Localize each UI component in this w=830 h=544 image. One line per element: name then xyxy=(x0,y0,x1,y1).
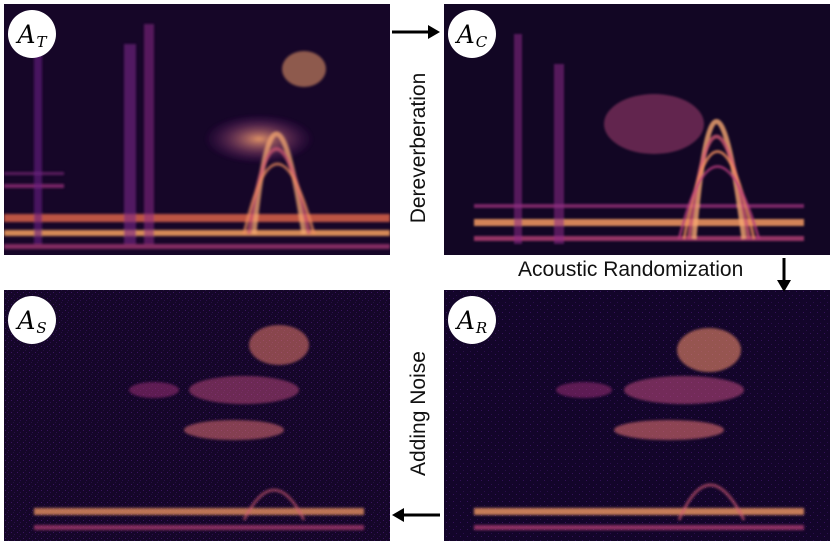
adding-noise-label: Adding Noise xyxy=(407,351,430,476)
label-a-c-symbol: A xyxy=(456,19,475,49)
arrow-down-icon xyxy=(777,258,791,292)
spectrogram-a-r-image xyxy=(444,290,830,541)
label-a-t-symbol: A xyxy=(17,19,36,49)
label-a-c-subscript: C xyxy=(475,33,488,51)
dereverberation-label: Dereverberation xyxy=(407,72,430,224)
label-a-s-symbol: A xyxy=(17,305,36,335)
label-a-r-symbol: A xyxy=(456,305,475,335)
label-a-s-subscript: S xyxy=(36,319,47,337)
label-a-r-subscript: R xyxy=(475,319,488,337)
acoustic-randomization-label: Acoustic Randomization xyxy=(518,258,744,281)
arrow-right-icon xyxy=(392,25,440,39)
spectrogram-a-c-image xyxy=(444,4,830,255)
spectrogram-a-s-image xyxy=(4,290,390,541)
label-a-t-subscript: T xyxy=(36,33,47,51)
spectrogram-a-t-image xyxy=(4,4,390,255)
arrow-left-icon xyxy=(392,508,440,522)
